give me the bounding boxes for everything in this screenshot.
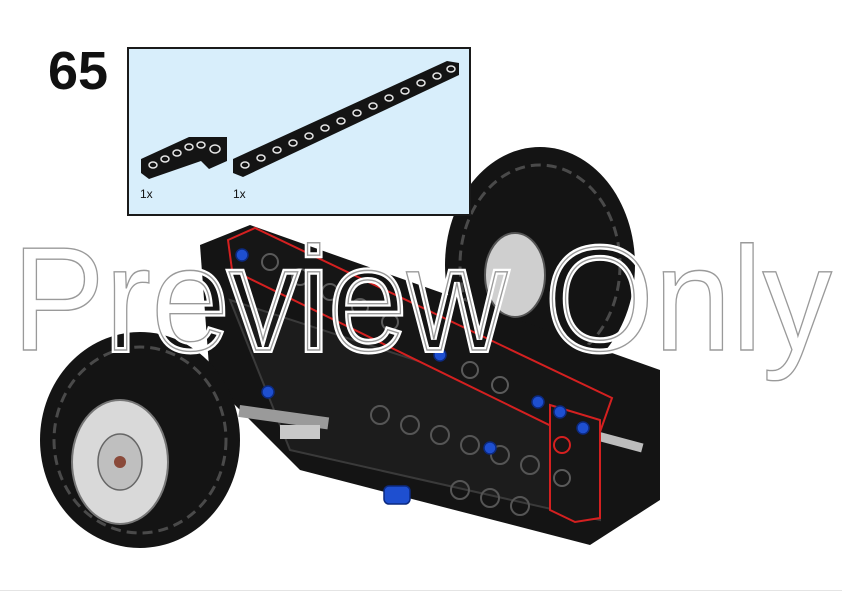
parts-list-illustration	[141, 61, 459, 179]
part-beam-l-shape-icon	[141, 137, 227, 179]
new-beam-l-shape	[549, 403, 601, 524]
part-beam-long-icon	[233, 61, 459, 177]
front-wheel	[40, 332, 240, 548]
parts-list-panel: 1x 1x	[127, 47, 471, 216]
blue-pins	[235, 248, 590, 505]
step-number: 65	[48, 41, 109, 101]
part-quantity: 1x	[140, 187, 153, 201]
page-divider	[0, 590, 842, 591]
part-quantity: 1x	[233, 187, 246, 201]
